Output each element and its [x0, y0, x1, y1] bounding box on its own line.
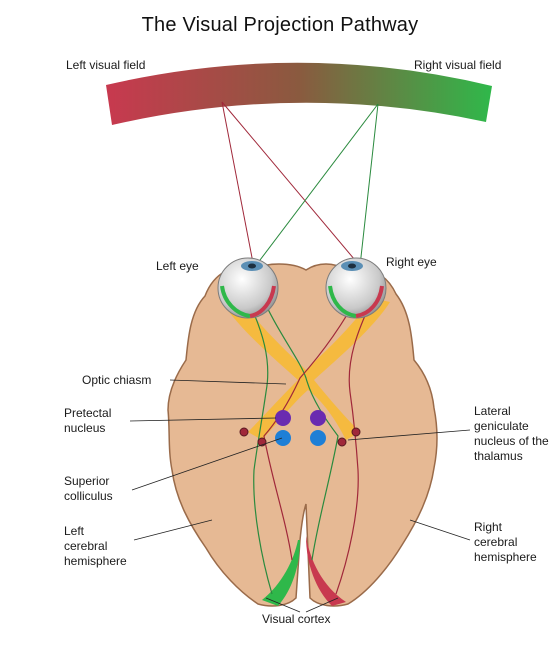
right-eye-label: Right eye: [386, 255, 437, 269]
right-visual-field-label: Right visual field: [414, 58, 502, 72]
left-eye: [217, 257, 279, 319]
optic-pathway: [222, 298, 390, 440]
pretectal-nucleus-left: [275, 410, 291, 426]
left-eye-label: Left eye: [156, 259, 199, 273]
leader-lines: [129, 379, 471, 613]
field-projection-lines: [221, 101, 379, 269]
diagram-title: The Visual Projection Pathway: [141, 14, 419, 36]
right-hemisphere-label: Right cerebral hemisphere: [474, 520, 537, 564]
superior-colliculus-right: [310, 430, 326, 446]
visual-cortex-left: [262, 540, 300, 606]
visual-field-arc: [106, 62, 492, 125]
lgn-label: Lateral geniculate nucleus of the thalam…: [474, 404, 549, 463]
lgn-nodes: [239, 427, 361, 447]
optic-chiasm-label: Optic chiasm: [82, 373, 152, 387]
right-eye: [325, 257, 387, 319]
brain-outline: [167, 263, 438, 607]
superior-colliculus-left: [275, 430, 291, 446]
superior-colliculus-label: Superior colliculus: [64, 474, 113, 503]
visual-cortex-right: [306, 536, 346, 606]
left-visual-field-label: Left visual field: [66, 58, 146, 72]
visual-cortex-label: Visual cortex: [262, 612, 331, 626]
pretectal-nucleus-label: Pretectal nucleus: [64, 406, 112, 435]
pretectal-nucleus-right: [310, 410, 326, 426]
left-hemisphere-label: Left cerebral hemisphere: [64, 524, 127, 568]
